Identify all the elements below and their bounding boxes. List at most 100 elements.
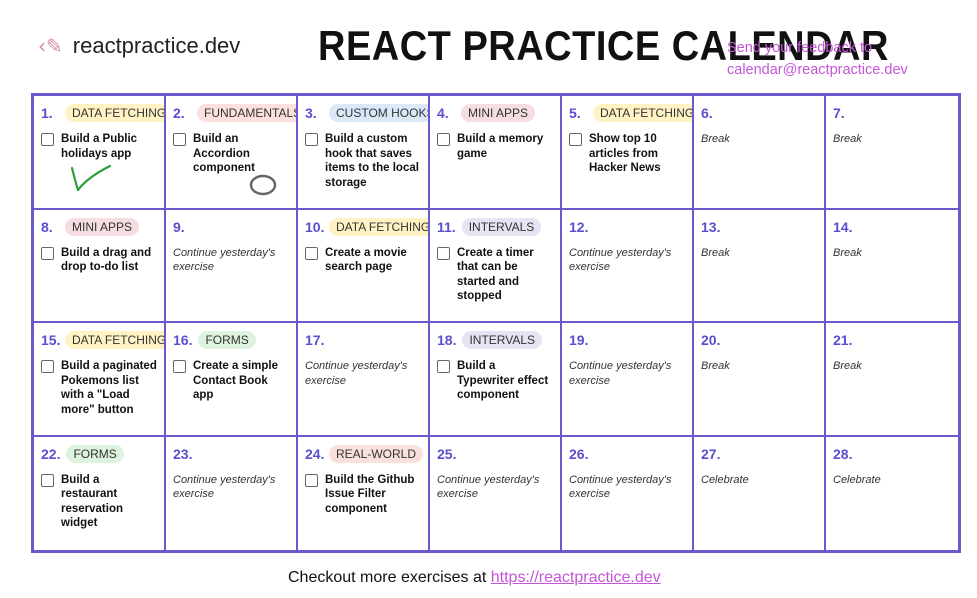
day-number: 25. bbox=[437, 445, 457, 462]
day-header: 5. DATA FETCHING bbox=[569, 104, 692, 122]
day-number: 9. bbox=[173, 218, 185, 235]
day-cell: 7.Break bbox=[826, 96, 958, 210]
task-checkbox[interactable] bbox=[305, 133, 318, 146]
task-checkbox[interactable] bbox=[437, 246, 450, 260]
category-tag: INTERVALS bbox=[462, 331, 543, 349]
task-checkbox[interactable] bbox=[437, 360, 450, 373]
day-header: 10.DATA FETCHING bbox=[305, 217, 428, 236]
day-number: 15. bbox=[41, 332, 61, 348]
site-logo[interactable]: ‹✎ reactpractice.dev bbox=[38, 33, 240, 59]
day-cell: 21. Break bbox=[826, 323, 958, 437]
day-number: 23. bbox=[173, 445, 193, 462]
day-number: 18. bbox=[437, 332, 457, 348]
task-checkbox[interactable] bbox=[41, 133, 54, 146]
day-cell: 20.Break bbox=[694, 323, 826, 437]
day-header: 16.FORMS bbox=[173, 331, 290, 349]
category-tag: FUNDAMENTALS bbox=[197, 104, 296, 122]
day-number: 7. bbox=[833, 105, 845, 121]
task-item: Build a paginated Pokemons list with a "… bbox=[41, 359, 158, 417]
task-checkbox[interactable] bbox=[437, 133, 450, 146]
day-note: Break bbox=[833, 360, 862, 372]
day-cell: 14. Break bbox=[826, 210, 958, 323]
task-text: Create a timer that can be started and s… bbox=[457, 246, 534, 303]
category-tag: FORMS bbox=[198, 331, 256, 349]
day-number: 3. bbox=[305, 105, 317, 121]
day-cell: 15.DATA FETCHING Build a paginated Pokemo… bbox=[34, 323, 166, 437]
task-text: Build a custom hook that saves items to … bbox=[325, 133, 419, 189]
day-number: 26. bbox=[569, 445, 589, 462]
category-tag: CUSTOM HOOKS bbox=[329, 104, 428, 122]
task-checkbox[interactable] bbox=[305, 246, 318, 260]
day-note: Break bbox=[701, 246, 730, 259]
task-text: Build the Github Issue Filter component bbox=[325, 473, 415, 515]
day-number: 12. bbox=[569, 218, 589, 235]
day-cell: 23. Continue yesterday's exercise bbox=[166, 436, 298, 550]
day-cell: 26. Continue yesterday's exercise bbox=[562, 436, 694, 550]
day-note: Continue yesterday's exercise bbox=[173, 473, 276, 501]
day-header: 19. bbox=[569, 331, 686, 349]
day-header: 21. bbox=[833, 331, 952, 349]
task-checkbox[interactable] bbox=[569, 133, 582, 146]
task-item: Build a drag and drop to-do list bbox=[41, 246, 158, 275]
footer: Checkout more exercises at https://react… bbox=[288, 569, 661, 587]
day-header: 24.REAL-WORLD bbox=[305, 444, 424, 463]
day-note: Break bbox=[833, 246, 862, 259]
task-checkbox[interactable] bbox=[41, 473, 54, 487]
day-number: 22. bbox=[41, 445, 61, 462]
day-note: Continue yesterday's exercise bbox=[569, 473, 672, 501]
task-item: Create a movie search page bbox=[305, 246, 422, 275]
day-cell: 3. CUSTOM HOOKS Build a custom hook that s… bbox=[298, 96, 430, 210]
task-item: Build a custom hook that saves items to … bbox=[305, 132, 422, 190]
task-checkbox[interactable] bbox=[41, 246, 54, 260]
day-note: Continue yesterday's exercise bbox=[569, 360, 672, 387]
day-header: 3. CUSTOM HOOKS bbox=[305, 104, 428, 122]
day-header: 26. bbox=[569, 445, 686, 463]
task-text: Build a drag and drop to-do list bbox=[61, 246, 152, 274]
feedback-email[interactable]: calendar@reactpractice.dev bbox=[727, 62, 908, 78]
task-text: Build a memory game bbox=[457, 133, 544, 160]
day-cell: 12. Continue yesterday's exercise bbox=[562, 209, 694, 323]
day-note: Celebrate bbox=[701, 473, 749, 486]
day-note: Continue yesterday's exercise bbox=[569, 246, 672, 274]
day-number: 27. bbox=[701, 445, 721, 462]
task-text: Create a movie search page bbox=[325, 246, 407, 274]
day-number: 14. bbox=[833, 218, 853, 235]
day-header: 2. FUNDAMENTALS bbox=[173, 104, 296, 122]
day-cell: 28.Celebrate bbox=[826, 437, 958, 551]
day-header: 8.MINI APPS bbox=[41, 217, 158, 236]
footer-link[interactable]: https://reactpractice.dev bbox=[490, 569, 661, 586]
task-item: Create a timer that can be started and s… bbox=[437, 246, 554, 304]
task-checkbox[interactable] bbox=[305, 473, 318, 487]
day-header: 7. bbox=[833, 104, 952, 122]
task-item: Show top 10 articles from Hacker News bbox=[569, 132, 686, 176]
category-tag: DATA FETCHING bbox=[593, 104, 692, 122]
task-checkbox[interactable] bbox=[41, 360, 54, 373]
day-number: 5. bbox=[569, 105, 581, 121]
category-tag: DATA FETCHING bbox=[65, 331, 164, 349]
day-cell: 13. Break bbox=[694, 209, 826, 323]
day-number: 8. bbox=[41, 218, 53, 235]
day-header: 28. bbox=[833, 445, 952, 463]
day-number: 28. bbox=[833, 445, 853, 462]
day-number: 13. bbox=[701, 218, 721, 235]
logo-text: reactpractice.dev bbox=[72, 33, 241, 58]
feedback-line-1: Send your feedback to bbox=[727, 40, 873, 56]
day-header: 14. bbox=[833, 218, 952, 236]
task-checkbox[interactable] bbox=[173, 360, 186, 373]
task-item: Build a Public holidays app bbox=[41, 132, 158, 161]
day-note: Continue yesterday's exercise bbox=[437, 473, 540, 501]
pencil-icon: ‹✎ bbox=[38, 34, 63, 58]
task-checkbox[interactable] bbox=[173, 133, 186, 146]
day-note: Break bbox=[701, 360, 730, 372]
task-item: Build a Typewriter effect component bbox=[437, 359, 554, 403]
day-number: 2. bbox=[173, 105, 185, 121]
day-cell: 18. INTERVALS Build a Typewriter effect co… bbox=[430, 323, 562, 437]
day-cell: 8.MINI APPS Build a drag and drop to-do l… bbox=[34, 209, 166, 323]
day-cell: 27. Celebrate bbox=[694, 436, 826, 550]
task-item: Build a restaurant reservation widget bbox=[41, 473, 158, 531]
feedback-note: Send your feedback to calendar@reactprac… bbox=[727, 37, 927, 81]
